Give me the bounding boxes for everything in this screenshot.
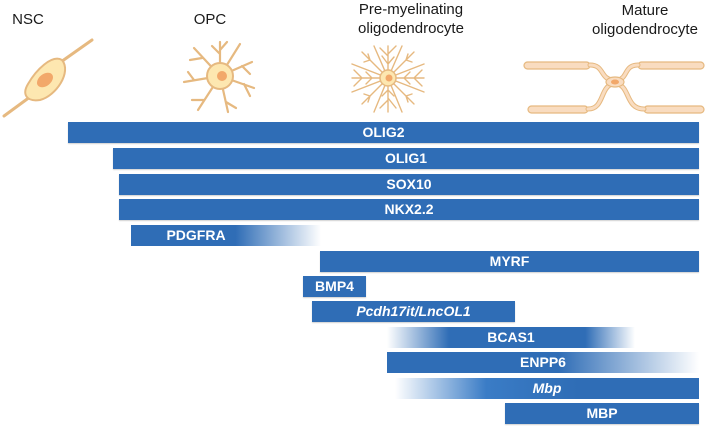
marker-bar-enpp6: ENPP6 bbox=[387, 352, 699, 373]
stage-label-nsc: NSC bbox=[12, 11, 44, 28]
stage-label-premyelinating: Pre-myelinating oligodendrocyte bbox=[336, 0, 486, 38]
premyelinating-cell-icon bbox=[351, 45, 425, 113]
stage-label-mature-line2: oligodendrocyte bbox=[592, 21, 698, 38]
stage-label-opc: OPC bbox=[193, 11, 227, 28]
marker-bar-myrf: MYRF bbox=[320, 251, 699, 272]
marker-bar-pcdh17it-lncol1: Pcdh17it/LncOL1 bbox=[312, 301, 515, 322]
marker-bar-bmp4: BMP4 bbox=[303, 276, 366, 297]
stage-label-mature: Mature oligodendrocyte bbox=[580, 1, 709, 39]
nsc-cell-icon bbox=[2, 38, 94, 118]
stage-label-premyelinating-line1: Pre-myelinating bbox=[358, 1, 464, 18]
marker-bar-olig1: OLIG1 bbox=[113, 148, 699, 169]
mature-cell-icon bbox=[523, 61, 705, 114]
marker-bar-mbp-protein: MBP bbox=[505, 403, 699, 424]
marker-bar-nkx22: NKX2.2 bbox=[119, 199, 699, 220]
stage-label-mature-line1: Mature bbox=[621, 2, 669, 19]
marker-bar-pdgfra: PDGFRA bbox=[131, 225, 321, 246]
marker-bar-bcas1: BCAS1 bbox=[387, 327, 635, 348]
marker-bar-olig2: OLIG2 bbox=[68, 122, 699, 143]
marker-bar-mbp-mrna: Mbp bbox=[395, 378, 699, 399]
marker-bar-sox10: SOX10 bbox=[119, 174, 699, 195]
opc-cell-icon bbox=[182, 40, 256, 114]
stage-label-premyelinating-line2: oligodendrocyte bbox=[358, 20, 464, 37]
